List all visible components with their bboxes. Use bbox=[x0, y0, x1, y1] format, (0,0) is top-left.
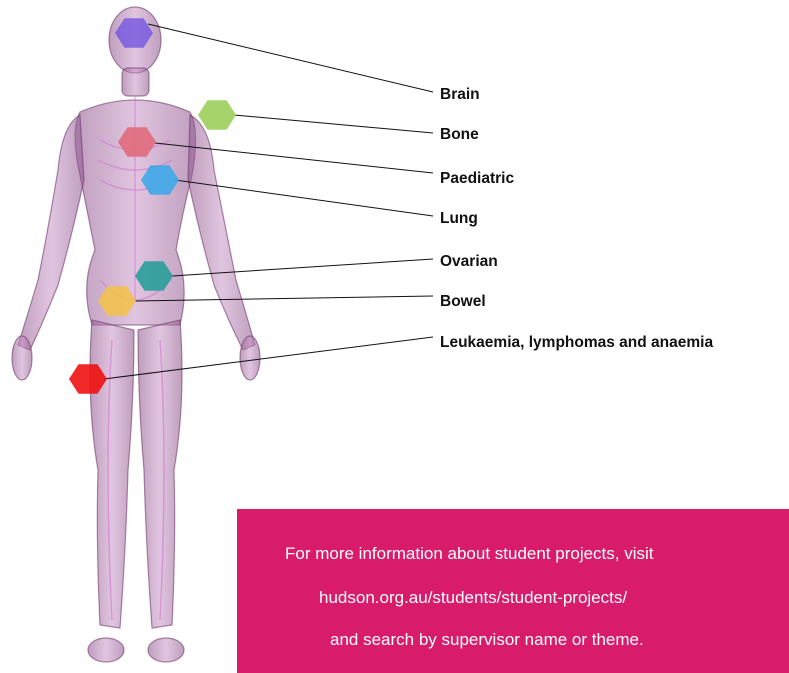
brain-leader-line bbox=[148, 24, 433, 92]
paediatric-label: Paediatric bbox=[440, 171, 514, 187]
brain-label: Brain bbox=[440, 87, 480, 103]
right-hand-shape bbox=[240, 336, 260, 380]
right-foot-shape bbox=[148, 638, 184, 662]
neck-shape bbox=[122, 68, 149, 96]
right-leg-shape bbox=[138, 320, 182, 628]
ovarian-label: Ovarian bbox=[440, 254, 498, 270]
info-panel: For more information about student proje… bbox=[237, 509, 789, 673]
info-panel-url[interactable]: hudson.org.au/students/student-projects/ bbox=[319, 589, 789, 606]
left-hand-shape bbox=[12, 336, 32, 380]
info-panel-line-1: For more information about student proje… bbox=[285, 545, 789, 562]
left-arm-shape bbox=[18, 115, 84, 350]
leukaemia-label: Leukaemia, lymphomas and anaemia bbox=[440, 335, 713, 351]
bone-label: Bone bbox=[440, 127, 479, 143]
left-foot-shape bbox=[88, 638, 124, 662]
bone-marker bbox=[198, 100, 236, 130]
info-panel-line-3: and search by supervisor name or theme. bbox=[330, 631, 789, 648]
bowel-label: Bowel bbox=[440, 294, 486, 310]
bone-leader-line bbox=[234, 115, 433, 133]
lung-label: Lung bbox=[440, 211, 478, 227]
